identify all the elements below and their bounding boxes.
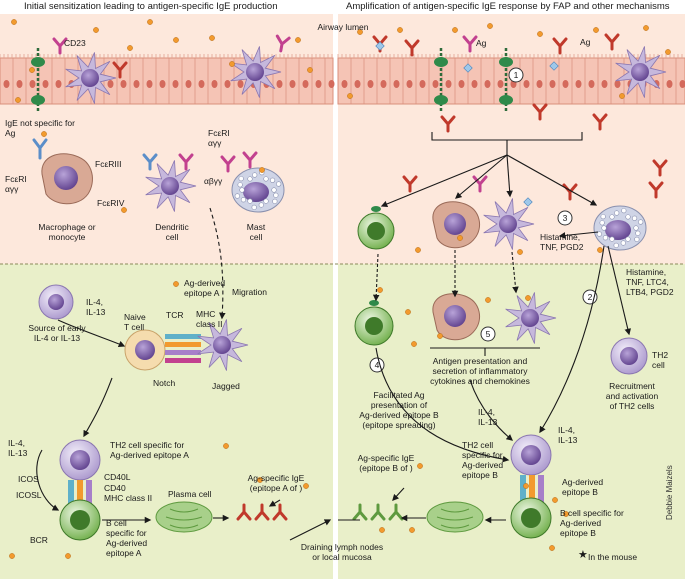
step-3-number: 3 [562,213,568,223]
bcell-a-label: B cell specific for Ag-derived epitope A [106,518,148,558]
star-icon: ★ [578,549,588,561]
dendritic-cell-lamina [505,292,557,344]
mhc2-bottom-label: MHC class II [104,493,153,503]
plasma-cell-right [426,501,484,533]
macrophage-cell [41,153,93,205]
naive-t-cell [124,329,166,371]
cd40-label: CD40 [104,483,126,493]
dendritic-cell-lamina-left [197,319,249,371]
mouse-note-label: In the mouse [588,552,638,562]
header-left: Initial sensitization leading to antigen… [24,1,278,12]
antigen-presentation-label: Antigen presentation and secretion of in… [430,356,530,386]
ige-not-specific [32,138,48,160]
cd23-receptor-left [31,48,45,112]
th2-cell-right [610,337,648,375]
b-cell-b [510,497,552,539]
step-2-number: 2 [587,292,593,302]
ag-label-1: Ag [476,38,487,48]
naive-t-label: Naive T cell [124,312,146,332]
bcell-b-label: B cell specific for Ag-derived epitope B [560,508,624,538]
mast-cell [231,167,285,213]
abyy-label: αβγγ [204,176,223,186]
dendritic-cell-lumen-right [615,46,667,98]
migration-label: Migration [232,287,267,297]
dendritic-cell-label: Dendritic cell [155,222,189,242]
tissue-bg-right [338,264,685,579]
th2-cell-label: TH2 cell [652,350,669,370]
plasma-cell-left [155,501,213,533]
fceri-mac-label: FcεRI αγγ [5,174,27,194]
bcr-label: BCR [30,535,48,545]
fceri-top-label: FcεRI αγγ [208,128,230,148]
notch-label: Notch [153,378,176,388]
cd23-label: CD23 [64,38,86,48]
jagged-label: Jagged [212,381,240,391]
icos-label: ICOS [18,474,39,484]
icosl-label: ICOSL [16,490,42,500]
th2-b-label: TH2 cell specific for Ag-derived epitope… [462,440,504,480]
il4-mid-label: IL-4, IL-13 [478,407,498,427]
th2-cell-a [59,439,101,481]
arrows [36,132,631,541]
cd23-receptor-right-2 [499,48,513,112]
tb-synapse-left [68,480,92,508]
secreted-ige-left [236,503,288,521]
mast-cell-right [593,205,647,251]
il4-source-label: IL-4, IL-13 [86,297,106,317]
mediators-3-label: Histamine, TNF, PGD2 [540,232,584,252]
airway-lumen-label: Airway lumen [317,22,369,32]
dendritic-cell-center [483,198,535,250]
epitope-b-label: Ag-derived epitope B [562,477,604,497]
fceriv-label: FcεRIV [97,198,125,208]
epithelium-left [0,54,335,105]
b-cell-lumen [357,206,395,250]
il4-right-label: IL-4, IL-13 [558,425,578,445]
step-marker-1 [508,67,524,83]
cd40l-label: CD40L [104,472,131,482]
il4-left-label: IL-4, IL-13 [8,438,28,458]
credit-label: Debbie Maizels [665,465,674,520]
mast-cell-label: Mast cell [246,222,266,242]
ige-not-specific-label: IgE not specific for Ag [5,118,75,138]
step-marker-3 [557,210,573,226]
b-cell-a [59,499,101,541]
step-4-number: 4 [374,360,380,370]
macrophage-label: Macrophage or monocyte [38,222,96,242]
step-marker-5 [480,326,496,342]
ag-ige-a-label: Ag-specific IgE (epitope A of ) [247,473,305,493]
draining-label: Draining lymph nodes or local mucosa [300,542,384,562]
th2-a-label: TH2 cell specific for Ag-derived epitope… [110,440,189,460]
source-cell-label: Source of early IL-4 or IL-13 [28,323,86,343]
mediators-2-label: Histamine, TNF, LTC4, LTB4, PGD2 [626,267,674,297]
header-right: Amplification of antigen-specific IgE re… [346,1,670,12]
epitope-a-label: Ag-derived epitope A [184,278,226,298]
step-1-number: 1 [513,70,519,80]
facilitated-label: Facilitated Ag presentation of Ag-derive… [359,390,439,430]
b-cell-lamina [354,300,394,346]
dendritic-cell-lumen-left-2 [230,46,282,98]
th2-cell-b [510,434,552,476]
mhc2-top-label: MHC class II [196,309,223,329]
ag-label-2: Ag [580,37,591,47]
source-cell [38,284,74,320]
cd23-receptor-right-1 [434,48,448,112]
lumen-bg-left [0,14,333,264]
synapse-molecules [165,334,201,363]
step-5-number: 5 [485,329,491,339]
tcr-label: TCR [166,310,184,320]
fceriii-label: FcεRIII [95,159,122,169]
dendritic-cell-lumen-left-1 [65,52,117,104]
ag-ige-b-label: Ag-specific IgE (epitope B of ) [357,453,415,473]
recruitment-label: Recruitment and activation of TH2 cells [605,381,659,411]
secreted-ige-right [352,503,404,521]
macrophage-cell-right [432,201,481,249]
dendritic-cell-upper [145,160,197,212]
antigen-particles [9,19,671,559]
macrophage-lamina [432,293,481,341]
plasma-cell-label: Plasma cell [168,489,212,499]
tb-synapse-right [520,475,544,503]
